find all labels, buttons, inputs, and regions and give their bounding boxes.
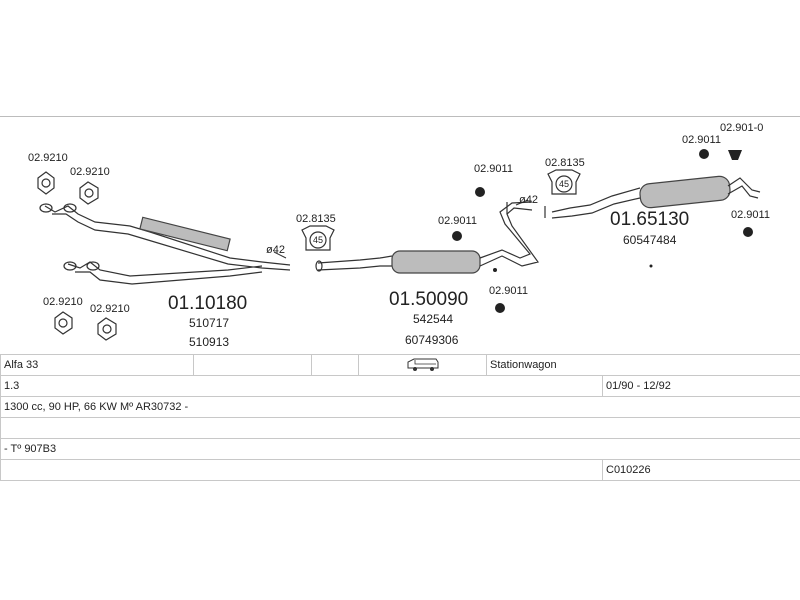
front-pipe-part-number: 01.10180	[168, 293, 247, 314]
clamp-size-label: 45	[559, 179, 569, 189]
middle-outlet-pipe	[479, 201, 540, 267]
clamp-icon	[301, 225, 335, 251]
spec-row-type: - Tº 907B3	[0, 438, 800, 460]
rubber-mount-icon	[699, 149, 709, 159]
flange-icon	[63, 203, 77, 213]
vehicle-spec-table: Alfa 33 Stationwagon 1.3 01/90 - 12/92 1…	[0, 354, 800, 481]
front-pipe-upper-branch	[44, 205, 291, 266]
pipe-bracket-icon	[493, 268, 497, 272]
rubber-mount-icon	[452, 231, 462, 241]
middle-silencer-part-number: 01.50090	[389, 289, 468, 310]
pipe-bracket-icon	[649, 264, 653, 268]
front-pipe-ref: 510913	[189, 335, 229, 349]
rubber-code-label: 02.9011	[438, 215, 477, 227]
van-icon	[407, 358, 438, 371]
catalog-code: C010226	[601, 459, 800, 481]
gasket-code-label: 02.9210	[70, 166, 110, 178]
flange-icon	[86, 261, 100, 271]
rear-silencer-ref: 60547484	[623, 233, 677, 247]
gasket-code-label: 02.9210	[43, 296, 83, 308]
hanger-icon	[728, 150, 742, 160]
flange-icon	[63, 261, 77, 271]
vehicle-years: 01/90 - 12/92	[601, 375, 800, 397]
gasket-code-label: 02.9210	[28, 152, 68, 164]
rear-tailpipe	[727, 177, 761, 199]
gasket-code-label: 02.9210	[90, 303, 130, 315]
rear-silencer-part-number: 01.65130	[610, 209, 689, 230]
middle-silencer-ref: 542544	[413, 312, 453, 326]
flange-icon	[315, 260, 323, 272]
rubber-code-label: 02.9011	[731, 209, 770, 221]
gasket-icon	[37, 171, 55, 195]
pipe-end	[506, 202, 546, 218]
spec-row-engine: 1.3 01/90 - 12/92	[0, 375, 800, 397]
flange-icon	[39, 203, 53, 213]
vehicle-model: Alfa 33	[0, 354, 194, 376]
clamp-size-label: 45	[313, 235, 323, 245]
diameter-arrow	[515, 199, 529, 206]
front-pipe-lower-branch-outline	[75, 271, 263, 285]
gasket-icon	[54, 311, 73, 335]
spec-row-catalog: C010226	[0, 459, 800, 481]
front-pipe-lower-branch	[67, 261, 263, 277]
rubber-code-label: 02.9011	[489, 285, 528, 297]
gasket-icon	[97, 317, 117, 341]
vehicle-engine: 1.3	[0, 375, 603, 397]
rear-inlet-pipe	[551, 187, 641, 219]
clamp-icon	[547, 169, 581, 195]
diameter-label: ø42	[266, 244, 285, 256]
middle-inlet-pipe	[317, 255, 393, 271]
front-pipe-upper-branch-outline	[52, 213, 291, 271]
gasket-icon	[79, 181, 99, 205]
rubber-mount-icon	[495, 303, 505, 313]
diameter-label: ø42	[519, 194, 538, 206]
spec-row-blank	[0, 417, 800, 439]
middle-silencer-body	[391, 250, 481, 274]
rubber-mount-icon	[743, 227, 753, 237]
spec-row-details: 1300 cc, 90 HP, 66 KW Mº AR30732 -	[0, 396, 800, 418]
exhaust-system-diagram: 45 45 ø42 ø42 02.9210 02.9210 02.9210 02…	[28, 122, 770, 349]
diameter-arrow	[273, 251, 287, 259]
vehicle-spec: 1300 cc, 90 HP, 66 KW Mº AR30732 -	[0, 396, 800, 418]
front-pipe-ref: 510717	[189, 316, 229, 330]
clamp-code-label: 02.8135	[296, 213, 336, 225]
body-icon-cell	[358, 354, 487, 376]
middle-silencer-ref: 60749306	[405, 333, 459, 347]
vehicle-type-code: - Tº 907B3	[0, 438, 800, 460]
rubber-code-label: 02.9011	[682, 134, 721, 146]
front-pipe-shell	[139, 216, 231, 252]
clamp-code-label: 02.8135	[545, 157, 585, 169]
rubber-code-label: 02.9011	[474, 163, 513, 175]
rear-silencer-body	[639, 175, 731, 209]
hanger-code-label: 02.901-0	[720, 122, 763, 134]
rubber-mount-icon	[475, 187, 485, 197]
spec-row-model: Alfa 33 Stationwagon	[0, 354, 800, 376]
vehicle-body: Stationwagon	[485, 354, 800, 376]
top-divider	[0, 116, 800, 117]
